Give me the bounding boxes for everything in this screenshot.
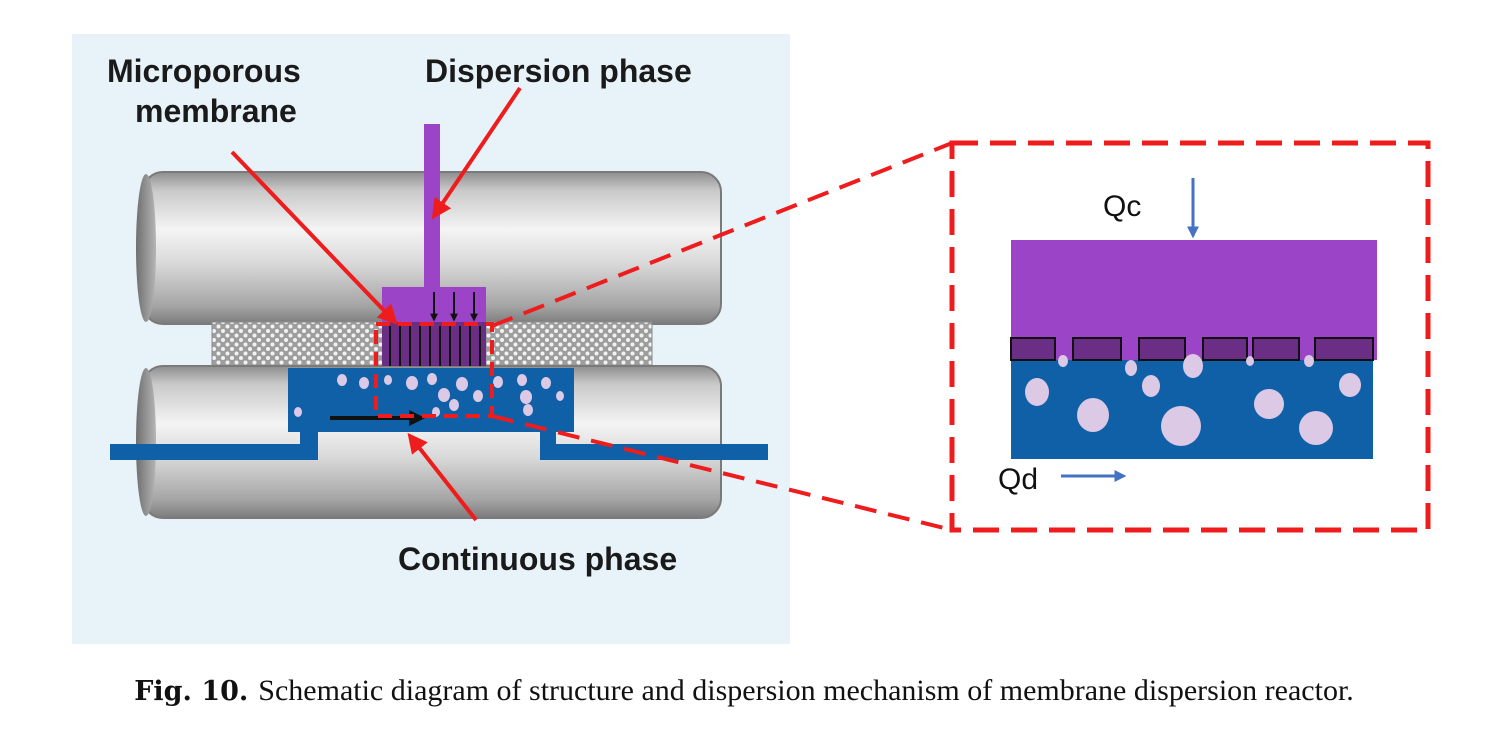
detail-highlight-box	[374, 322, 494, 418]
microporous-membrane-label-line1: Microporous	[107, 53, 301, 89]
dispersion-callout-arrow	[431, 86, 522, 220]
zoom-connector-top	[491, 141, 953, 328]
figure-number: Fig. 10.	[134, 676, 249, 707]
membrane-callout-arrow	[230, 150, 398, 325]
qd-label: Qd	[998, 463, 1038, 496]
inset-membrane-segments	[1010, 337, 1374, 361]
inset-dashed-box	[949, 140, 1431, 533]
caption-text: Schematic diagram of structure and dispe…	[258, 674, 1354, 707]
continuous-phase-label: Continuous phase	[398, 541, 677, 577]
dispersion-flow-arrows	[430, 292, 478, 322]
figure-caption: Fig. 10. Schematic diagram of structure a…	[0, 674, 1488, 708]
dispersion-phase-label: Dispersion phase	[425, 53, 692, 89]
inset-droplets	[1025, 354, 1361, 446]
continuous-callout-arrow	[407, 432, 478, 522]
microporous-membrane-label-line2: membrane	[135, 93, 297, 129]
membrane-pores	[389, 326, 481, 366]
qc-label: Qc	[1103, 190, 1141, 223]
lower-cylinder	[136, 365, 722, 519]
zoom-connector-bottom	[491, 414, 953, 532]
